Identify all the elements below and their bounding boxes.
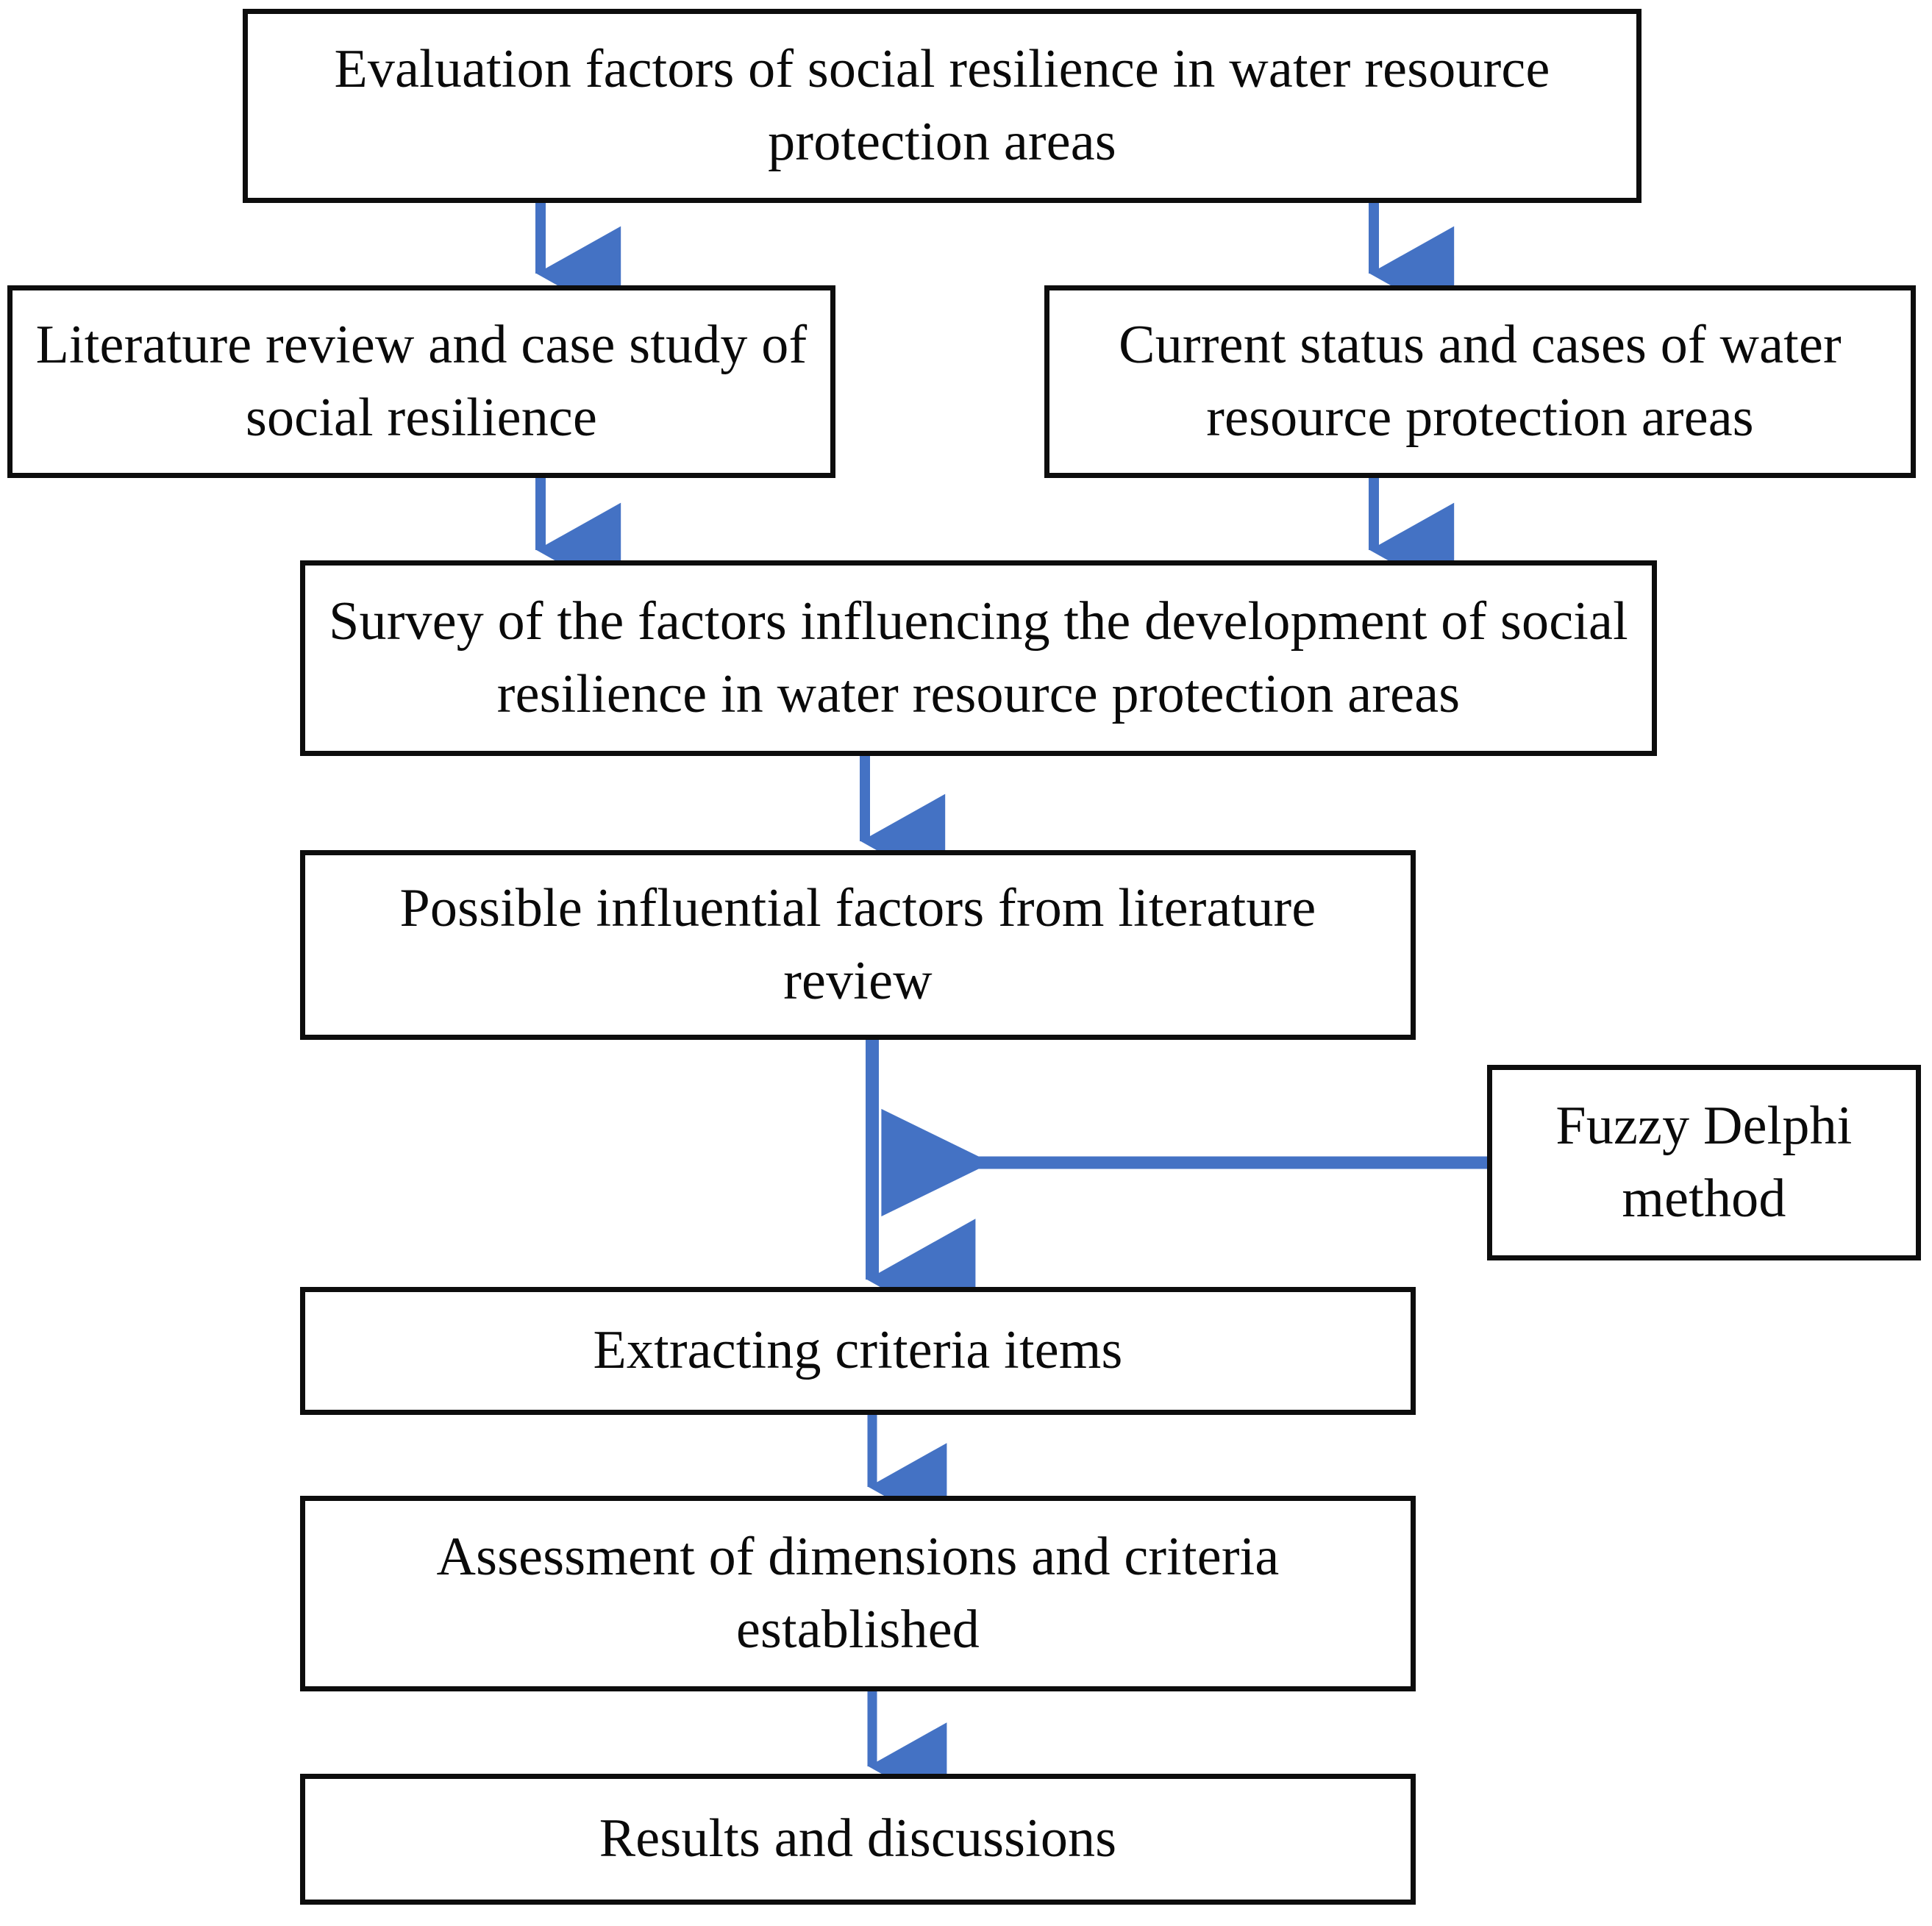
node-possible-influential-factors[interactable]: Possible influential factors from litera… (300, 850, 1416, 1040)
node-extract-label: Extracting criteria items (593, 1320, 1123, 1381)
node-possible-label: Possible influential factors from litera… (399, 877, 1316, 1011)
node-root-label: Evaluation factors of social resilience … (334, 38, 1550, 172)
node-assessment-of-dimensions[interactable]: Assessment of dimensions and criteria es… (300, 1496, 1416, 1691)
node-status-label: Current status and cases of water resour… (1119, 314, 1842, 448)
node-fuzzy-delphi-method[interactable]: Fuzzy Delphi method (1487, 1065, 1921, 1260)
node-survey-label: Survey of the factors influencing the de… (329, 591, 1628, 724)
node-evaluation-factors-root[interactable]: Evaluation factors of social resilience … (243, 9, 1642, 203)
node-fuzzy-label: Fuzzy Delphi method (1555, 1095, 1853, 1229)
node-literature-label: Literature review and case study of soci… (35, 314, 808, 448)
node-survey-of-factors[interactable]: Survey of the factors influencing the de… (300, 560, 1657, 756)
node-results-and-discussions[interactable]: Results and discussions (300, 1774, 1416, 1905)
node-literature-review[interactable]: Literature review and case study of soci… (7, 285, 835, 478)
node-extracting-criteria-items[interactable]: Extracting criteria items (300, 1287, 1416, 1415)
node-current-status[interactable]: Current status and cases of water resour… (1044, 285, 1916, 478)
node-assess-label: Assessment of dimensions and criteria es… (436, 1526, 1280, 1660)
node-results-label: Results and discussions (599, 1808, 1117, 1869)
